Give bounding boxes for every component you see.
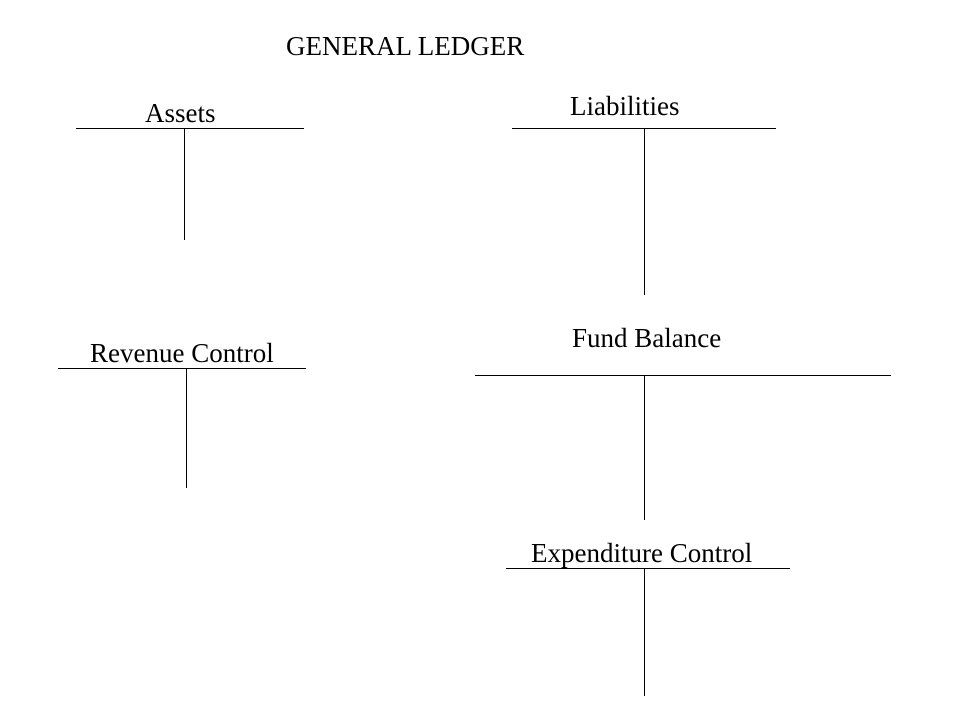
- t-account-divider: [186, 368, 187, 488]
- t-account-top-line: [76, 128, 304, 129]
- t-account-divider: [644, 375, 645, 520]
- t-account-divider: [644, 128, 645, 295]
- t-account-top-line: [475, 375, 891, 376]
- t-account-top-line: [506, 568, 790, 569]
- page-title: GENERAL LEDGER: [286, 31, 525, 61]
- t-account-divider: [184, 128, 185, 240]
- t-account-top-line: [58, 368, 306, 369]
- account-label-fund-balance: Fund Balance: [572, 323, 722, 353]
- account-label-revenue-control: Revenue Control: [90, 338, 274, 368]
- account-label-expenditure-control: Expenditure Control: [531, 538, 753, 568]
- t-account-divider: [644, 568, 645, 696]
- account-label-liabilities: Liabilities: [570, 91, 680, 121]
- account-label-assets: Assets: [145, 98, 216, 128]
